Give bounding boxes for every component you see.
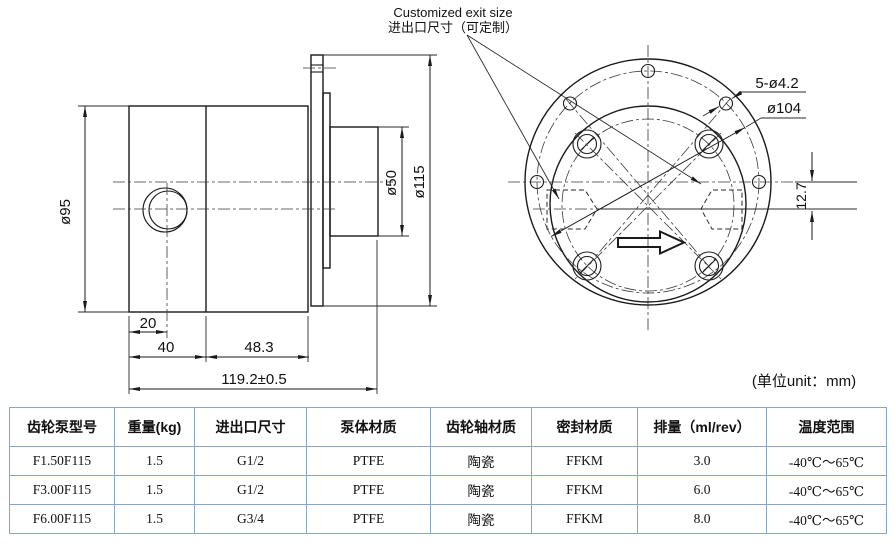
header-body-material: 泵体材质 bbox=[306, 407, 431, 447]
side-port-thread bbox=[142, 187, 188, 233]
cell-displacement: 6.0 bbox=[637, 475, 767, 505]
spec-row: F6.00F115 1.5 G3/4 PTFE 陶瓷 FFKM 8.0 -40℃… bbox=[9, 504, 887, 534]
cell-model: F1.50F115 bbox=[9, 446, 115, 476]
cell-shaft-material: 陶瓷 bbox=[430, 504, 532, 534]
cell-seal-material: FFKM bbox=[531, 504, 638, 534]
dim-port-offset: 12.7 bbox=[793, 182, 809, 209]
header-displacement: 排量（ml/rev） bbox=[637, 407, 767, 447]
dim-bolt-holes: 5-ø4.2 bbox=[755, 75, 798, 92]
cell-port-size: G1/2 bbox=[194, 475, 307, 505]
header-seal-material: 密封材质 bbox=[531, 407, 638, 447]
technical-drawing: Customized exit size 进出口尺寸（可定制） bbox=[57, 5, 857, 394]
cell-weight: 1.5 bbox=[114, 475, 195, 505]
dim-dia-body: ø95 bbox=[57, 199, 74, 225]
header-weight: 重量(kg) bbox=[114, 407, 195, 447]
leader-to-right-port bbox=[466, 34, 702, 185]
cell-model: F6.00F115 bbox=[9, 504, 115, 534]
side-port-bore bbox=[148, 190, 188, 230]
dim-bolt-circle: ø104 bbox=[767, 100, 801, 117]
dim-total-length: 119.2±0.5 bbox=[221, 371, 287, 388]
cell-body-material: PTFE bbox=[306, 446, 431, 476]
gasket-plate bbox=[322, 92, 331, 269]
flange-outline bbox=[310, 54, 324, 307]
cell-seal-material: FFKM bbox=[531, 446, 638, 476]
right-port-hex bbox=[700, 189, 743, 230]
cell-displacement: 3.0 bbox=[637, 446, 767, 476]
cell-shaft-material: 陶瓷 bbox=[430, 475, 532, 505]
cell-seal-material: FFKM bbox=[531, 475, 638, 505]
bolt-holes-callout: 5-ø4.2 bbox=[702, 75, 806, 117]
spec-row: F1.50F115 1.5 G1/2 PTFE 陶瓷 FFKM 3.0 -40℃… bbox=[9, 446, 887, 476]
cell-weight: 1.5 bbox=[114, 504, 195, 534]
callout-label-en: Customized exit size bbox=[393, 5, 512, 20]
cell-temp-range: -40℃～65℃ bbox=[766, 504, 887, 534]
cell-port-size: G3/4 bbox=[194, 504, 307, 534]
dim-dia-spigot: ø50 bbox=[383, 170, 400, 196]
leader-to-left-port bbox=[466, 34, 560, 200]
header-shaft-material: 齿轮轴材质 bbox=[430, 407, 532, 447]
left-port-hex bbox=[546, 189, 598, 230]
header-port-size: 进出口尺寸 bbox=[194, 407, 307, 447]
side-view: ø95 ø50 ø115 20 40 48.3 119.2±0.5 bbox=[57, 54, 437, 394]
customized-exit-callout: Customized exit size 进出口尺寸（可定制） bbox=[388, 5, 702, 200]
bolt-circle-callout: ø104 bbox=[550, 100, 806, 237]
cell-body-material: PTFE bbox=[306, 475, 431, 505]
cell-weight: 1.5 bbox=[114, 446, 195, 476]
dim-port-center: 20 bbox=[140, 315, 157, 332]
cell-body-material: PTFE bbox=[306, 504, 431, 534]
cell-model: F3.00F115 bbox=[9, 475, 115, 505]
unit-note: (单位unit：mm) bbox=[752, 373, 856, 390]
cell-displacement: 8.0 bbox=[637, 504, 767, 534]
spec-table: 齿轮泵型号 重量(kg) 进出口尺寸 泵体材质 齿轮轴材质 密封材质 排量（ml… bbox=[9, 407, 887, 534]
front-view: 12.7 5-ø4.2 ø104 bbox=[508, 45, 857, 332]
spec-row: F3.00F115 1.5 G1/2 PTFE 陶瓷 FFKM 6.0 -40℃… bbox=[9, 475, 887, 505]
dim-body-rear: 48.3 bbox=[244, 339, 273, 356]
cell-port-size: G1/2 bbox=[194, 446, 307, 476]
cell-temp-range: -40℃～65℃ bbox=[766, 446, 887, 476]
header-model: 齿轮泵型号 bbox=[9, 407, 115, 447]
port-offset-dim: 12.7 bbox=[793, 152, 814, 240]
cell-temp-range: -40℃～65℃ bbox=[766, 475, 887, 505]
flow-direction-arrow bbox=[617, 229, 687, 256]
spec-header-row: 齿轮泵型号 重量(kg) 进出口尺寸 泵体材质 齿轮轴材质 密封材质 排量（ml… bbox=[9, 407, 887, 447]
callout-label-zh: 进出口尺寸（可定制） bbox=[388, 20, 518, 35]
cell-shaft-material: 陶瓷 bbox=[430, 446, 532, 476]
spigot-outline bbox=[329, 126, 379, 237]
header-temp-range: 温度范围 bbox=[766, 407, 887, 447]
dim-body-front: 40 bbox=[158, 339, 175, 356]
dim-dia-flange: ø115 bbox=[411, 165, 428, 198]
